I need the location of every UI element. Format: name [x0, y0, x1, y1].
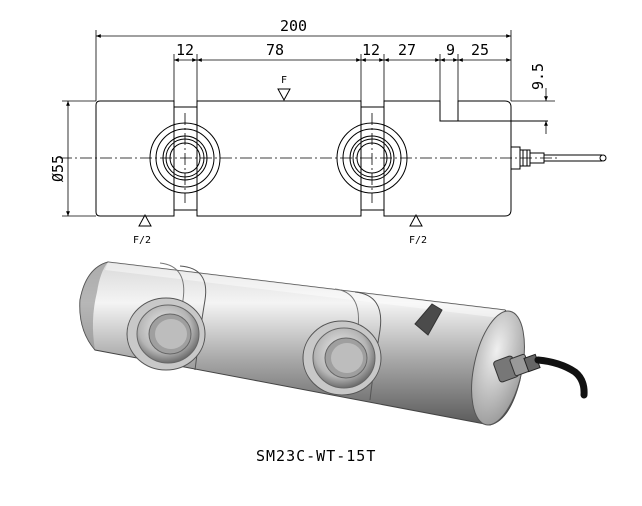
dimension-lines: [62, 30, 555, 217]
reaction-left-label: F/2: [133, 235, 151, 246]
dim-pocket-width-left: 12: [176, 41, 194, 59]
slot: [414, 303, 443, 336]
dim-diameter: Ø55: [49, 155, 67, 182]
dim-slot-depth: 9.5: [529, 63, 547, 90]
center-lines: [60, 113, 560, 203]
reaction-right-label: F/2: [409, 235, 427, 246]
reaction-right-arrow: [409, 213, 423, 227]
front-view: [95, 100, 548, 217]
load-symbols: [138, 88, 423, 227]
dim-overall-length: 200: [280, 17, 307, 35]
dim-end-to-slot: 27: [398, 41, 416, 59]
model-caption: SM23C-WT-15T: [256, 447, 376, 465]
force-label: F: [281, 75, 287, 86]
dim-slot-width: 9: [446, 41, 455, 59]
product-rendering: [79, 261, 588, 426]
dim-slot-to-end: 25: [471, 41, 489, 59]
cable-3d: [534, 356, 588, 399]
dim-center-span: 78: [266, 41, 284, 59]
body-outline: [95, 100, 512, 217]
force-down-arrow: [277, 88, 291, 102]
reaction-left-arrow: [138, 213, 152, 227]
cable-connector: [510, 146, 607, 170]
dim-pocket-width-right: 12: [362, 41, 380, 59]
